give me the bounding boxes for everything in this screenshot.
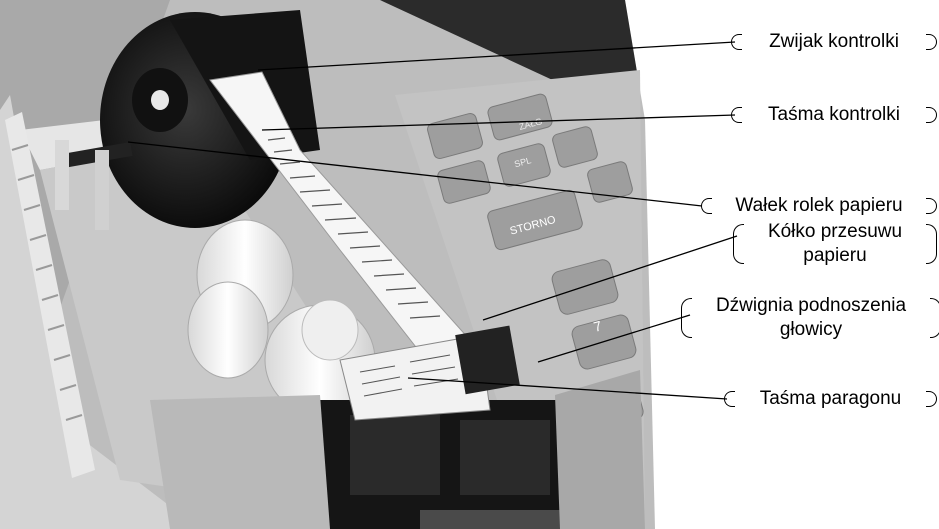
- key-label: SPL: [513, 155, 532, 169]
- leader-kolko: [482, 235, 738, 321]
- label-walek-rolek-papieru: Wałek rolek papieru: [701, 194, 937, 218]
- label-dzwignia-podnoszenia-glowicy: Dźwignia podnoszenia głowicy: [681, 294, 939, 342]
- leader-tasma-kontrolki: [261, 114, 736, 131]
- key-label: 7: [592, 317, 604, 335]
- leader-dzwignia: [537, 314, 691, 363]
- leader-lines: [127, 41, 738, 400]
- case-rim: [5, 112, 95, 478]
- label-tasma-kontrolki: Taśma kontrolki: [731, 103, 937, 127]
- leader-zwijak: [257, 41, 736, 71]
- roll-shaft: [55, 140, 133, 230]
- lower-cover: [150, 370, 645, 529]
- leader-walek: [127, 141, 703, 207]
- label-zwijak-kontrolki: Zwijak kontrolki: [731, 30, 937, 54]
- label-kolko-przesuwu-papieru: Kółko przesuwu papieru: [733, 220, 937, 268]
- label-tasma-paragonu: Taśma paragonu: [724, 387, 937, 411]
- leader-tasma-paragonu: [407, 377, 728, 400]
